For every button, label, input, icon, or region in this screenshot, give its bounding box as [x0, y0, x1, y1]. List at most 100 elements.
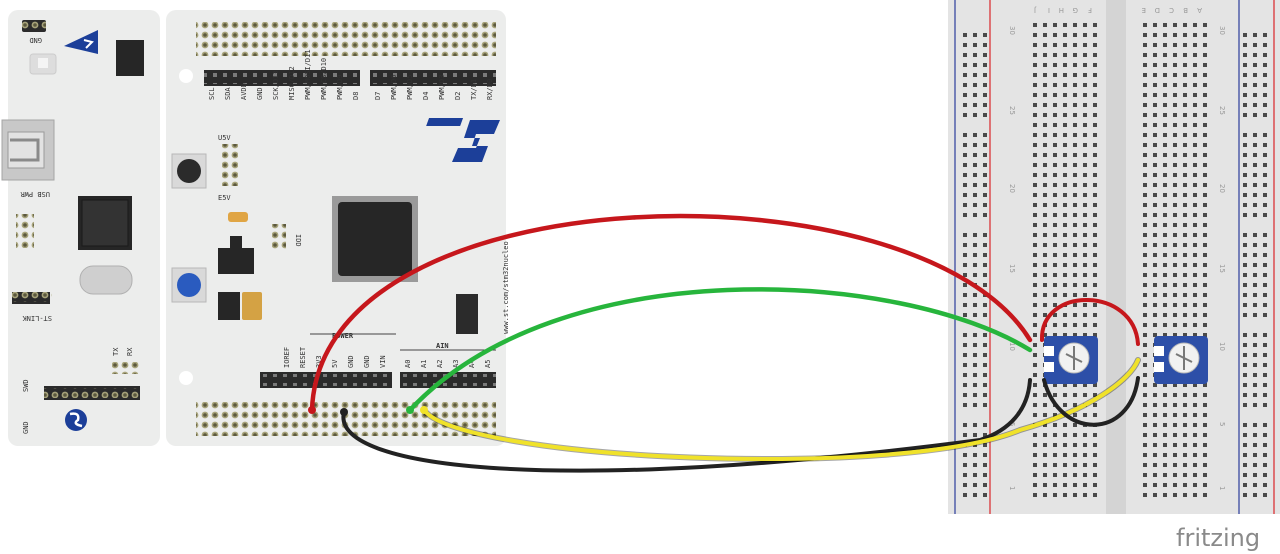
reset-button[interactable]	[177, 273, 201, 297]
power-select-jumper[interactable]	[222, 144, 238, 186]
crystal	[79, 265, 133, 295]
breadboard-channel	[1106, 0, 1126, 514]
pin-label: RX/D0	[486, 79, 494, 100]
wire-black[interactable]	[341, 378, 1032, 473]
column-letter: C	[1169, 6, 1174, 14]
pin-label: PWM/D5	[406, 75, 414, 100]
pin-label: PWM/D6	[390, 75, 398, 100]
mount-hole	[179, 69, 193, 83]
pin-label: TX/D1	[470, 79, 478, 100]
column-letter: J	[1034, 6, 1037, 14]
row-number: 30	[1218, 26, 1226, 35]
pin-label: A2	[436, 360, 444, 368]
wire-end	[340, 408, 348, 416]
column-letter: I	[1048, 6, 1050, 14]
voltage-regulator-tab	[230, 236, 242, 248]
column-letter: H	[1059, 6, 1064, 14]
idd-label: IDD	[294, 234, 302, 247]
idd-jumper[interactable]	[272, 224, 286, 250]
rail-gap	[1242, 220, 1272, 232]
capacitor	[228, 212, 248, 222]
row-number: 20	[1218, 184, 1226, 193]
row-number: 5	[1218, 422, 1226, 426]
power-rail-right	[1242, 30, 1272, 500]
txrx-jumper	[112, 362, 140, 374]
pin-label: GND	[363, 355, 371, 368]
power-rail-left	[958, 30, 988, 500]
potentiometer-pin	[1044, 346, 1054, 356]
pin-label: RESET	[299, 346, 307, 368]
row-number: 1	[1008, 486, 1016, 490]
wire-black-jumper[interactable]	[1042, 376, 1140, 427]
pin-label: PWM/D9	[336, 75, 344, 100]
rail-gap	[1242, 120, 1272, 132]
pin-label: GND	[347, 355, 355, 368]
wire-end	[420, 406, 428, 414]
hazard-icon	[64, 30, 98, 54]
wire-green[interactable]	[407, 287, 1033, 413]
pin-label: D7	[374, 92, 382, 100]
usb-pwr-label: USB PWR	[20, 190, 50, 198]
row-number: 1	[1218, 486, 1226, 490]
stlink-mcu-top	[81, 199, 129, 247]
rail-gap	[958, 120, 988, 132]
url-label: www.st.com/stm32nucleo	[502, 241, 510, 334]
pin-label: D8	[352, 92, 360, 100]
pin-label: D4	[422, 92, 430, 100]
jumper-block	[456, 294, 478, 334]
column-letter: B	[1183, 6, 1188, 14]
voltage-regulator	[218, 248, 254, 274]
potentiometer-pin	[1154, 346, 1164, 356]
u5v-label: U5V	[218, 134, 231, 142]
pin-label: A1	[420, 360, 428, 368]
pin-label: PWM/D3	[438, 75, 446, 100]
column-letter: E	[1142, 6, 1146, 14]
wires	[308, 213, 1141, 473]
pin-label: MISO/D12	[288, 66, 296, 100]
potentiometer-pin	[1044, 362, 1054, 372]
row-number: 25	[1008, 106, 1016, 115]
row-number: 10	[1218, 342, 1226, 351]
usb-port-inner	[10, 138, 40, 162]
diode	[218, 292, 240, 320]
pin-label: D2	[454, 92, 462, 100]
gnd-top-label: GND	[29, 36, 42, 44]
power-group-label: POWER	[332, 332, 354, 340]
fritzing-watermark: fritzing	[1176, 524, 1260, 552]
potentiometer-2[interactable]	[1154, 336, 1208, 384]
usb-port	[7, 131, 45, 169]
gnd-swd-label: GND	[22, 421, 30, 434]
row-number: 10	[1008, 342, 1016, 351]
arduino-header-cn8-pins	[400, 374, 496, 386]
potentiometer-1[interactable]	[1044, 336, 1098, 384]
rail-gap	[1242, 410, 1272, 422]
led-lens	[38, 58, 48, 68]
terminal-strip-right	[1138, 20, 1210, 500]
rail-gap	[958, 410, 988, 422]
pin-label: SCL	[208, 87, 216, 100]
row-number: 25	[1218, 106, 1226, 115]
wire-red[interactable]	[309, 213, 1033, 413]
pin-label: A5	[484, 360, 492, 368]
st-logo-icon-t	[426, 118, 464, 126]
pin-label: SCK/D13	[272, 70, 280, 100]
st-logo-icon	[452, 120, 500, 162]
pin-label: PWM/CS/D10	[320, 58, 328, 100]
hazard-icon-mark	[83, 39, 94, 49]
wire-yellow[interactable]	[422, 358, 1140, 461]
morpho-header-top	[196, 22, 496, 56]
tx-label: TX	[112, 347, 120, 356]
pin-label: A3	[452, 360, 460, 368]
pin-label: A0	[404, 360, 412, 368]
wire-end	[308, 406, 316, 414]
pin-label: IOREF	[283, 347, 291, 368]
user-button[interactable]	[177, 159, 201, 183]
wire-red-jumper[interactable]	[1039, 298, 1140, 346]
row-number: 20	[1008, 184, 1016, 193]
rail-gap	[958, 220, 988, 232]
swd-header-pins	[44, 388, 140, 398]
eeprom-chip	[116, 40, 144, 76]
stlink-header-pins	[12, 292, 52, 302]
arduino-header-cn9-pins	[370, 72, 496, 84]
row-number: 15	[1008, 264, 1016, 273]
